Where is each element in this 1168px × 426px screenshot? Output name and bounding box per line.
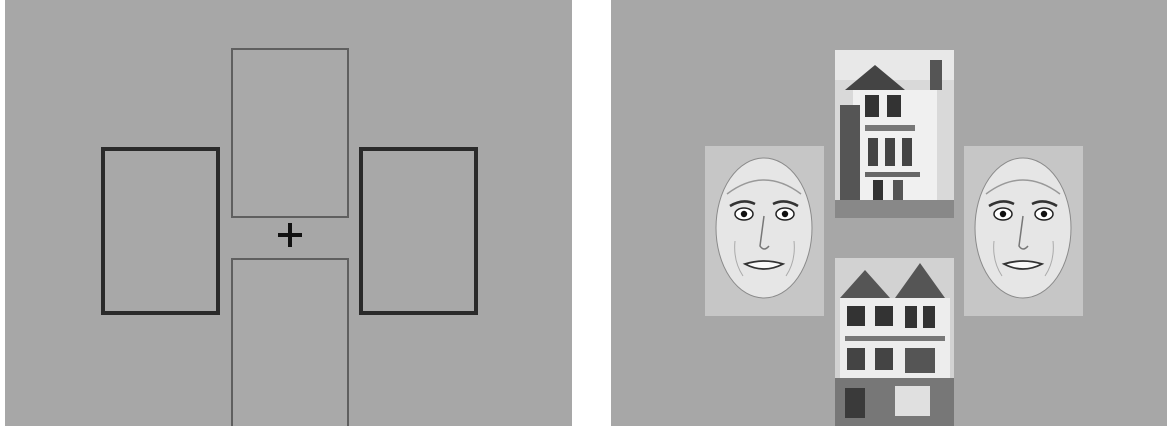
- left-frame: [101, 147, 220, 315]
- stimulus-display-panel: [611, 0, 1167, 426]
- fixation-cross-icon: [275, 220, 305, 250]
- frames-display-panel: [5, 0, 572, 426]
- house-image-bottom: [835, 258, 954, 426]
- fearful-face-image-left: [705, 146, 824, 316]
- house-image-top: [835, 50, 954, 218]
- right-frame: [359, 147, 478, 315]
- bottom-frame: [231, 258, 349, 426]
- fearful-face-image-right: [964, 146, 1083, 316]
- top-frame: [231, 48, 349, 218]
